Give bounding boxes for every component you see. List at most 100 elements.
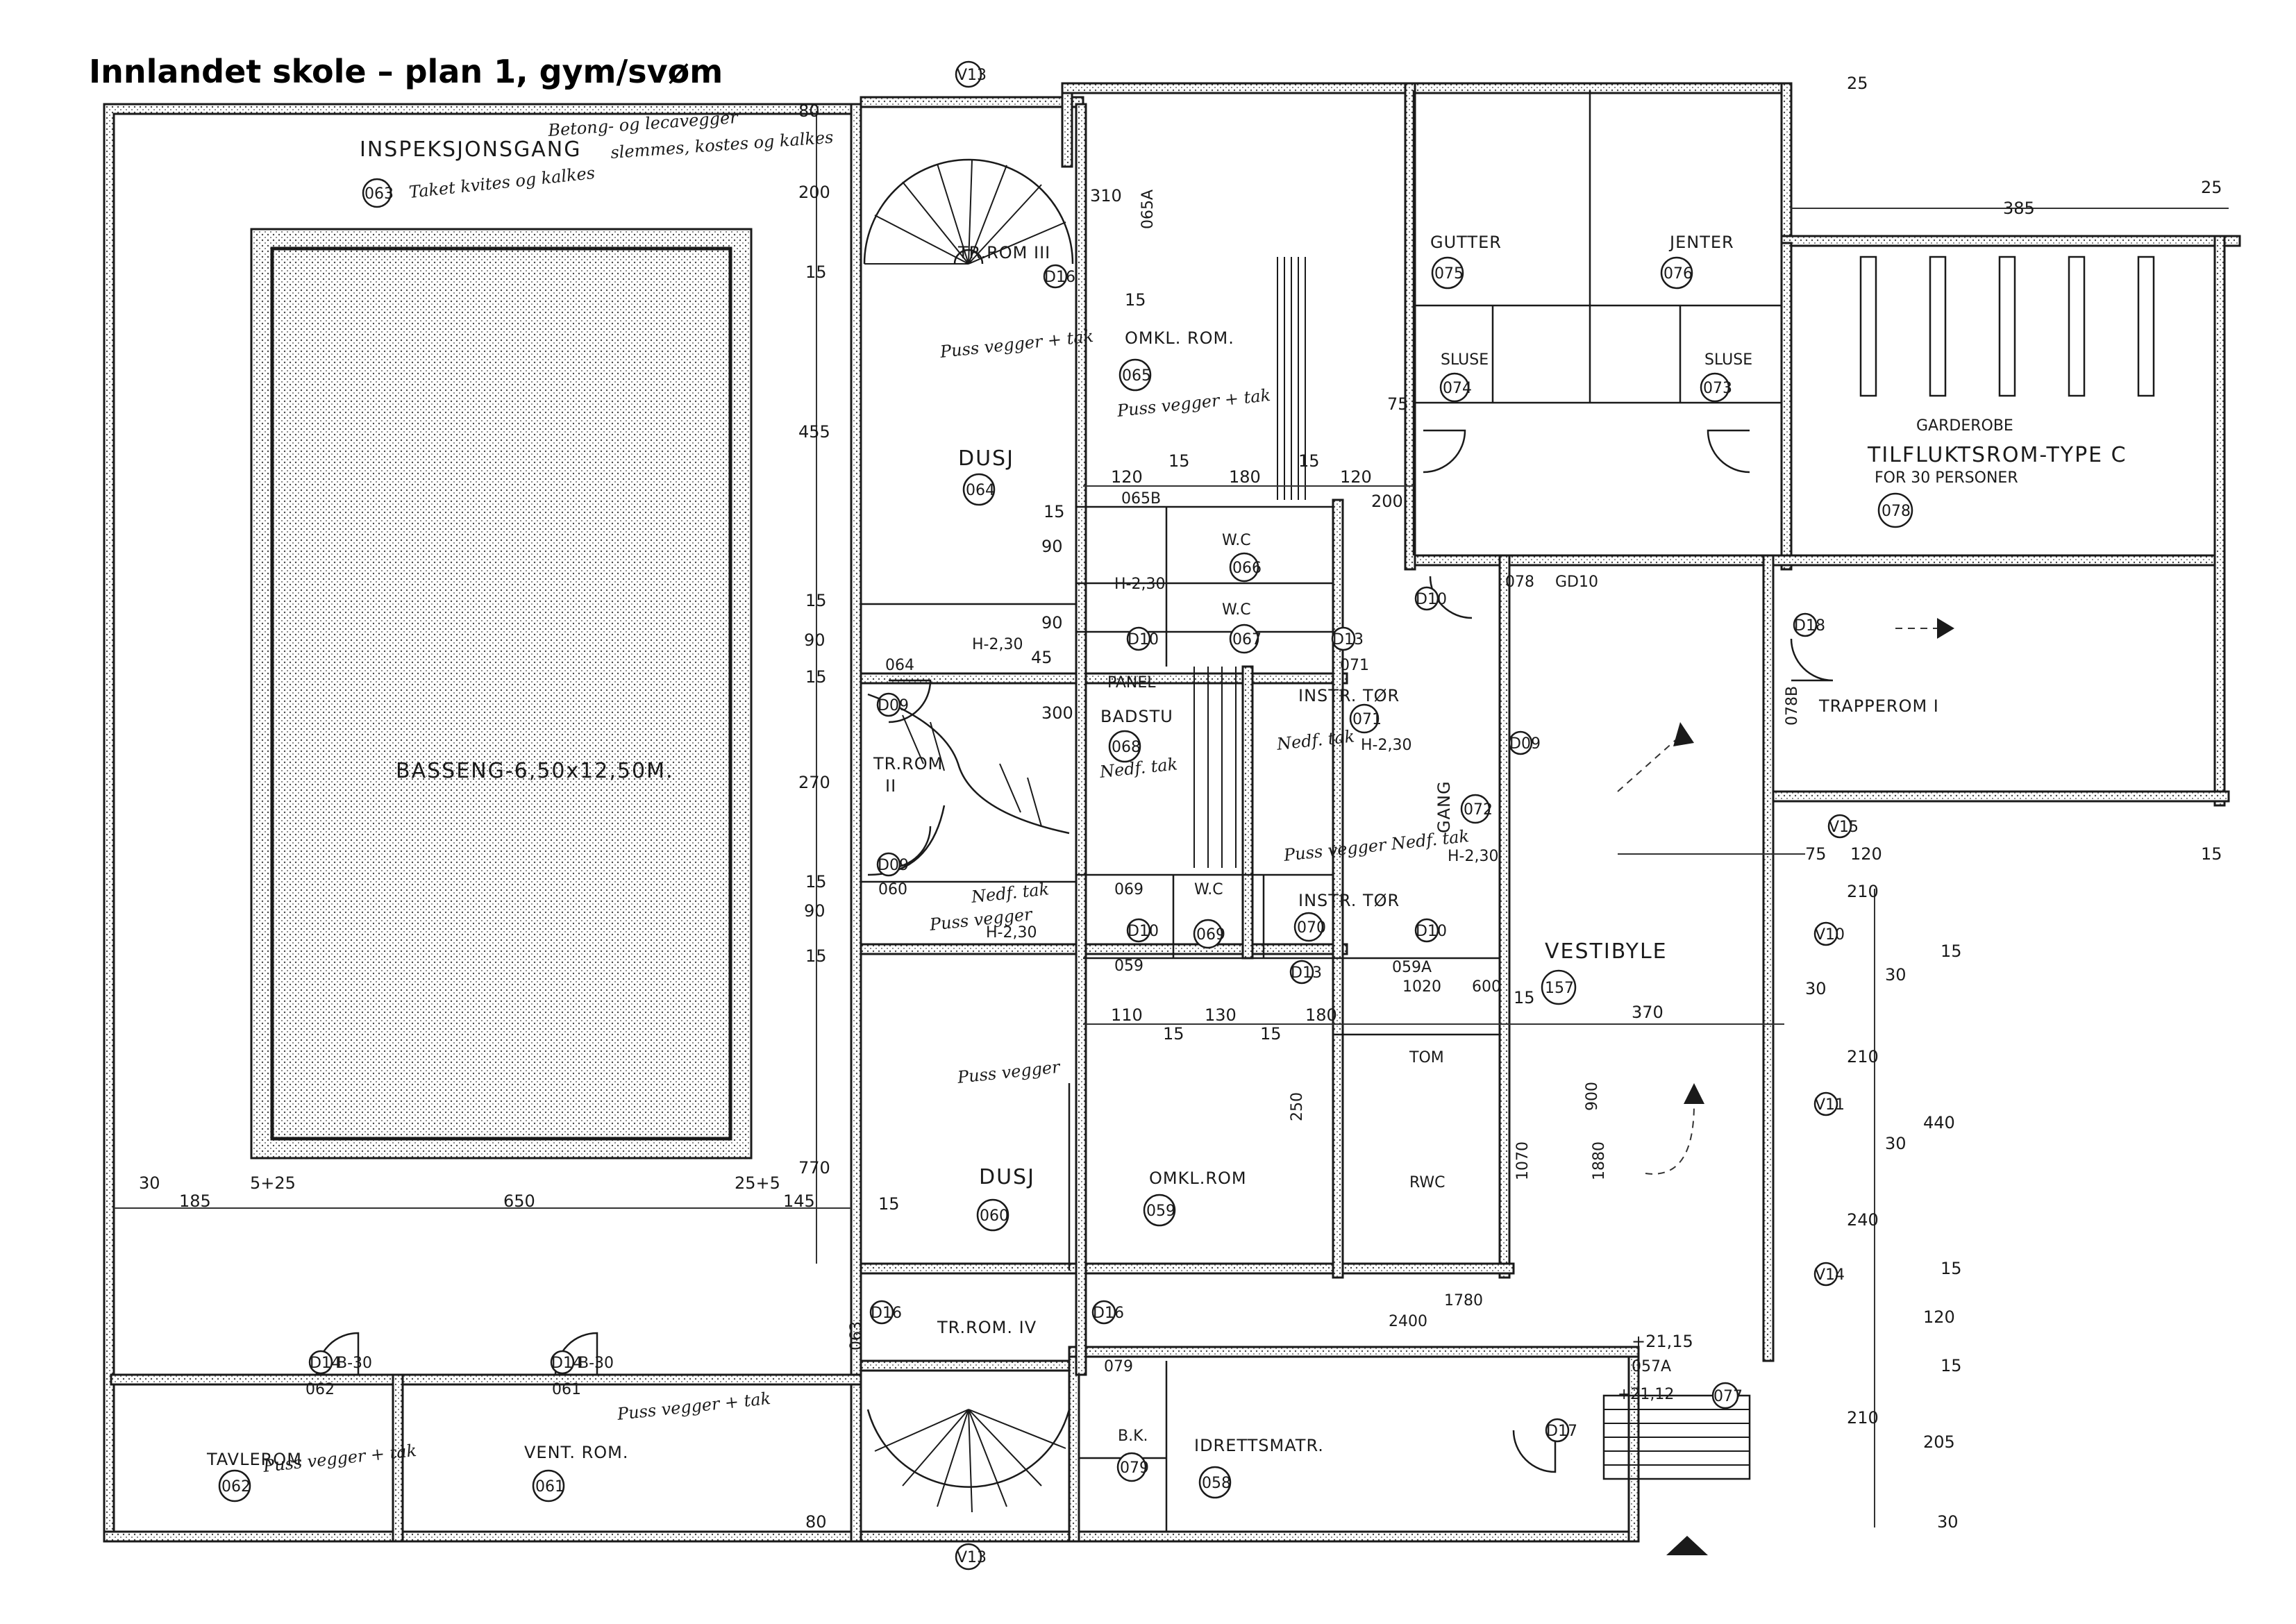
room-numbers: 063 064 065 066 067 068 069 070 071 072 …	[218, 178, 1913, 1502]
room-number-078: 078	[1877, 492, 1913, 528]
spiral-stair-top	[863, 158, 1074, 265]
dim-15i: 15	[1298, 451, 1320, 471]
note-071: 071	[1340, 657, 1369, 674]
spiral-stair-bottom	[866, 1409, 1071, 1513]
svg-text:068: 068	[1112, 739, 1141, 756]
door-tag-d16-b: D16	[869, 1300, 902, 1325]
room-label-vent-rom: VENT. ROM.	[524, 1443, 629, 1462]
dim-130: 130	[1205, 1005, 1237, 1025]
svg-text:063: 063	[364, 185, 394, 203]
dimension-labels: 200 15 455 15 90 15 270 15 90 15 770 15 …	[139, 74, 2222, 1532]
hand-puss-060: Puss vegger	[956, 1057, 1062, 1087]
dim-250: 250	[1289, 1092, 1306, 1121]
room-label-tr-rom-3: TR.ROM III	[957, 243, 1050, 262]
dim-120b: 120	[1340, 467, 1372, 487]
door-tag-v13-bottom: V13	[955, 1543, 987, 1571]
dim-25b: 25	[2201, 178, 2222, 197]
dim-1070: 1070	[1514, 1141, 1532, 1180]
dim-15p: 15	[1941, 1356, 1962, 1375]
door-tag-d18: D18	[1793, 612, 1825, 637]
door-tag-d10-d: D10	[1414, 918, 1447, 943]
dim-210b: 210	[1847, 1047, 1879, 1066]
room-label-wc-2: W.C	[1222, 601, 1251, 619]
dim-185: 185	[179, 1191, 211, 1211]
svg-text:D13: D13	[1332, 631, 1364, 648]
door-tag-d09-c: D09	[1508, 730, 1541, 755]
note-064: 064	[885, 657, 914, 674]
door-tag-v10b: V11	[1813, 1091, 1845, 1116]
svg-text:D18: D18	[1794, 617, 1825, 635]
door-tag-v10: V10	[1813, 921, 1845, 946]
dim-650: 650	[503, 1191, 535, 1211]
dimension-lines	[114, 111, 2229, 1527]
room-number-066: 066	[1229, 552, 1262, 583]
svg-text:V13: V13	[957, 1549, 987, 1566]
dim-15l: 15	[1514, 988, 1535, 1007]
room-label-tr-rom-2-num: II	[885, 776, 896, 796]
entrance-steps	[1602, 1394, 1751, 1555]
room-label-instr-tor-bottom: INSTR. TØR	[1298, 891, 1400, 910]
room-number-064: 064	[962, 473, 996, 506]
straight-stair-bars	[1193, 257, 1306, 868]
room-label-rwc: RWC	[1409, 1174, 1446, 1191]
exterior-walls	[103, 82, 2241, 1543]
door-tag-d10-a: D10	[1414, 586, 1447, 611]
dim-210c: 210	[1847, 1408, 1879, 1428]
svg-text:079: 079	[1120, 1459, 1149, 1477]
svg-text:D09: D09	[878, 857, 909, 874]
note-065b: 065B	[1121, 490, 1161, 508]
svg-text:157: 157	[1545, 980, 1574, 997]
svg-text:D14: D14	[551, 1355, 583, 1372]
dim-15o: 15	[1941, 1259, 1962, 1278]
room-label-bk: B.K.	[1118, 1428, 1148, 1445]
room-label-garderobe: GARDEROBE	[1916, 417, 2013, 435]
hand-h230-e: H-2,30	[986, 924, 1037, 941]
note-065a: 065A	[1139, 190, 1157, 229]
svg-text:076: 076	[1664, 265, 1693, 283]
svg-text:075: 075	[1434, 265, 1464, 283]
room-label-tr-rom-4: TR.ROM. IV	[937, 1318, 1037, 1337]
dim-90b: 90	[804, 901, 826, 921]
note-059a: 059A	[1392, 959, 1432, 976]
pool	[250, 228, 753, 1160]
room-label-dusj-bottom: DUSJ	[979, 1165, 1035, 1189]
svg-text:V10: V10	[1815, 926, 1845, 944]
dim-75b: 75	[1805, 844, 1827, 864]
note-057a: 057A	[1632, 1358, 1671, 1375]
svg-text:D16: D16	[871, 1305, 902, 1322]
room-number-071: 071	[1349, 703, 1382, 734]
room-label-badstu: BADSTU	[1100, 707, 1173, 726]
dim-15f: 15	[878, 1194, 900, 1214]
svg-text:078: 078	[1882, 503, 1911, 520]
note-060: 060	[878, 881, 907, 898]
dim-90a: 90	[804, 630, 826, 650]
dim-75: 75	[1387, 394, 1409, 414]
dim-30e: 30	[1937, 1512, 1959, 1532]
dim-45: 45	[1031, 648, 1053, 667]
door-tag-d16-a: D16	[1043, 264, 1075, 289]
dim-385: 385	[2003, 199, 2035, 218]
dim-240: 240	[1847, 1210, 1879, 1230]
svg-text:D16: D16	[1044, 269, 1075, 286]
svg-text:V11: V11	[1815, 1096, 1845, 1114]
door-tag-d13-b: D13	[1289, 960, 1322, 985]
svg-text:D16: D16	[1093, 1305, 1124, 1322]
partitions	[861, 90, 1782, 1532]
room-number-075: 075	[1431, 256, 1464, 290]
dim-30d: 30	[1885, 1134, 1907, 1153]
room-label-wc-1: W.C	[1222, 532, 1251, 549]
svg-text:V14: V14	[1815, 1266, 1845, 1284]
dim-145: 145	[783, 1191, 815, 1211]
svg-text:072: 072	[1464, 801, 1493, 819]
dim-25-5: 25+5	[735, 1173, 780, 1193]
room-number-063: 063	[362, 178, 394, 208]
room-label-sluse-2: SLUSE	[1704, 351, 1752, 369]
door-notes: B-30 B-30 GD10 062 061 064 060 065B 065A…	[305, 190, 1801, 1398]
hand-nedf-068: Nedf. tak	[1098, 754, 1179, 782]
svg-text:065: 065	[1122, 367, 1151, 385]
dim-2400: 2400	[1389, 1313, 1427, 1330]
room-number-060: 060	[976, 1198, 1009, 1232]
room-label-tilfluktsrom-sub: FOR 30 PERSONER	[1875, 469, 2018, 487]
room-number-157: 157	[1541, 969, 1577, 1005]
